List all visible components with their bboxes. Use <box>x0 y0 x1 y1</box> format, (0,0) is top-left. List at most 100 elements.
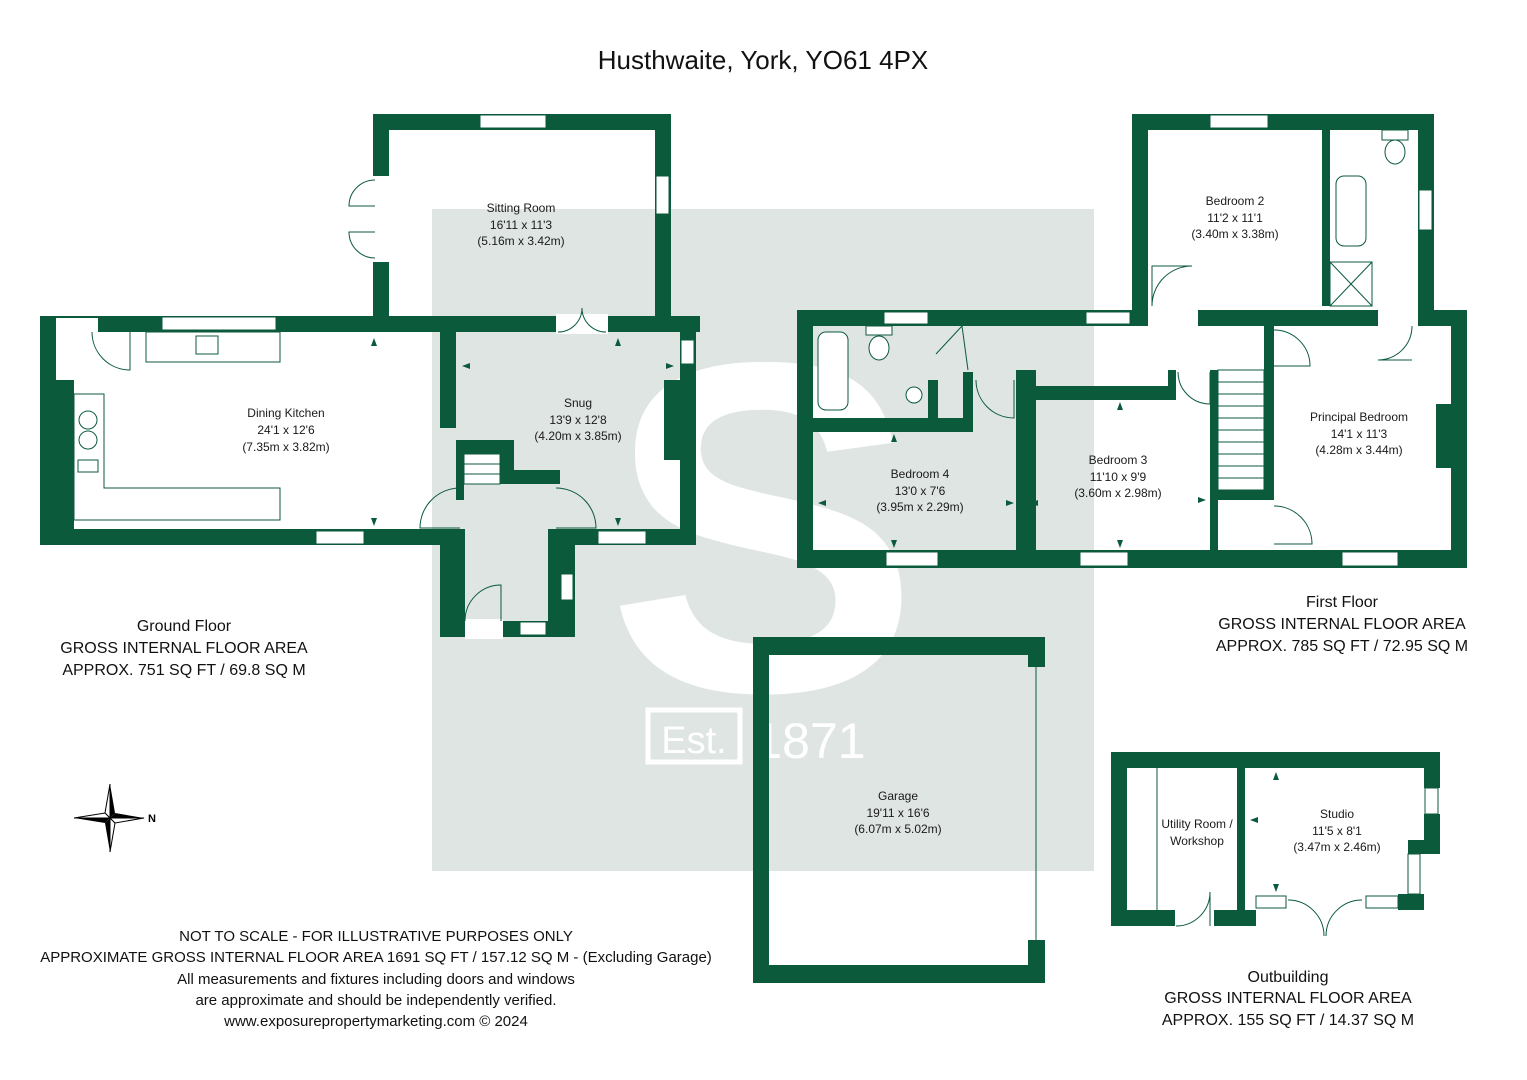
arrow <box>1273 884 1279 892</box>
outbuilding-area-value: APPROX. 155 SQ FT / 14.37 SQ M <box>1162 1012 1414 1029</box>
wall <box>797 310 813 568</box>
disclaimer-line-2: APPROXIMATE GROSS INTERNAL FLOOR AREA 16… <box>40 949 712 966</box>
bath <box>817 331 849 411</box>
compass-north-label: N <box>148 813 156 825</box>
door-swing <box>419 487 461 529</box>
bedroom-4-metric: (3.95m x 2.29m) <box>876 500 963 514</box>
wall <box>797 550 1467 568</box>
wall <box>440 621 575 637</box>
toilet <box>1384 139 1406 165</box>
wall <box>1111 910 1175 926</box>
snug-metric: (4.20m x 3.85m) <box>534 429 621 443</box>
arrow <box>1250 817 1258 823</box>
window <box>161 316 277 331</box>
disclaimer-line-1: NOT TO SCALE - FOR ILLUSTRATIVE PURPOSES… <box>179 928 573 945</box>
wall <box>963 372 973 432</box>
bedroom-3-metric: (3.60m x 2.98m) <box>1074 486 1161 500</box>
arrow <box>444 397 452 403</box>
door-swing <box>1151 265 1193 307</box>
arrow <box>371 338 377 346</box>
wall <box>56 380 74 530</box>
wall <box>1451 310 1467 568</box>
wall <box>1214 910 1256 926</box>
door-swing <box>555 487 597 529</box>
arrow <box>1030 500 1038 506</box>
compass-rose: N <box>73 783 156 853</box>
page-title: Husthwaite, York, YO61 4PX <box>598 45 929 75</box>
door-swing <box>1177 371 1211 405</box>
wall <box>753 637 769 983</box>
garage-imperial: 19'11 x 16'6 <box>866 806 929 820</box>
toilet <box>868 335 890 361</box>
wall <box>655 114 671 324</box>
dining-kitchen-imperial: 24'1 x 12'6 <box>257 423 315 437</box>
arrow <box>1006 500 1014 506</box>
door-swing <box>1175 891 1211 927</box>
wall <box>456 440 514 454</box>
dining-kitchen-metric: (7.35m x 3.82m) <box>242 440 329 454</box>
window <box>1424 787 1439 815</box>
wall <box>1264 326 1274 496</box>
door-swing <box>935 324 969 371</box>
window <box>1365 895 1399 909</box>
wall <box>1408 840 1424 854</box>
studio-metric: (3.47m x 2.46m) <box>1293 840 1380 854</box>
toilet-cistern <box>1381 129 1409 141</box>
bedroom-2-metric: (3.40m x 3.38m) <box>1191 227 1278 241</box>
basin <box>905 386 923 404</box>
bath <box>1335 175 1367 247</box>
wall <box>1424 752 1440 788</box>
window <box>315 530 365 545</box>
arrow <box>615 518 621 526</box>
wall <box>680 316 696 545</box>
bedroom-4-name: Bedroom 4 <box>891 467 950 481</box>
bedroom-2-name: Bedroom 2 <box>1206 194 1265 208</box>
french-door <box>557 307 607 333</box>
sitting-room-metric: (5.16m x 3.42m) <box>477 234 564 248</box>
snug-name: Snug <box>564 396 592 410</box>
french-door <box>1287 899 1363 937</box>
window <box>885 551 939 567</box>
door-gap <box>56 318 98 332</box>
wall <box>1398 894 1424 910</box>
door-swing <box>975 379 1015 419</box>
door-gap <box>465 619 503 639</box>
wall <box>440 316 456 428</box>
window <box>655 175 670 215</box>
window <box>680 339 695 365</box>
chimney-breast <box>664 380 682 460</box>
arrow <box>615 338 621 346</box>
french-door <box>348 179 376 259</box>
principal-bedroom-name: Principal Bedroom <box>1310 410 1408 424</box>
first-floor-plan: Bedroom 2 11'2 x 11'1 (3.40m x 3.38m) Be… <box>797 114 1467 568</box>
wall <box>753 637 1045 655</box>
first-floor-name: First Floor <box>1306 594 1379 611</box>
sitting-room-imperial: 16'11 x 11'3 <box>490 218 553 232</box>
oven <box>77 459 99 473</box>
wall <box>1036 386 1176 400</box>
arrow <box>371 518 377 526</box>
wall <box>500 440 560 484</box>
bedroom-4-imperial: 13'0 x 7'6 <box>895 484 946 498</box>
wall <box>1168 370 1176 400</box>
principal-bedroom-imperial: 14'1 x 11'3 <box>1331 427 1388 441</box>
watermark-year: 1871 <box>754 713 865 769</box>
outbuilding-area: Outbuilding GROSS INTERNAL FLOOR AREA AP… <box>1162 969 1414 1029</box>
window <box>560 573 574 601</box>
door-swing <box>464 584 502 622</box>
wall <box>1237 768 1245 910</box>
wall <box>440 529 465 637</box>
disclaimer-line-3: All measurements and fixtures including … <box>177 971 575 988</box>
window <box>519 621 547 636</box>
utility-room-line1: Utility Room / <box>1161 817 1233 831</box>
window <box>1209 114 1269 129</box>
ground-floor-area: Ground Floor GROSS INTERNAL FLOOR AREA A… <box>60 618 308 679</box>
ground-floor-area-value: APPROX. 751 SQ FT / 69.8 SQ M <box>62 662 305 679</box>
arrow <box>891 434 897 442</box>
wall <box>1016 370 1036 560</box>
principal-bedroom-metric: (4.28m x 3.44m) <box>1315 443 1402 457</box>
window <box>1085 311 1131 325</box>
bedroom-3-name: Bedroom 3 <box>1089 453 1148 467</box>
sink <box>195 335 219 355</box>
garage-metric: (6.07m x 5.02m) <box>854 822 941 836</box>
